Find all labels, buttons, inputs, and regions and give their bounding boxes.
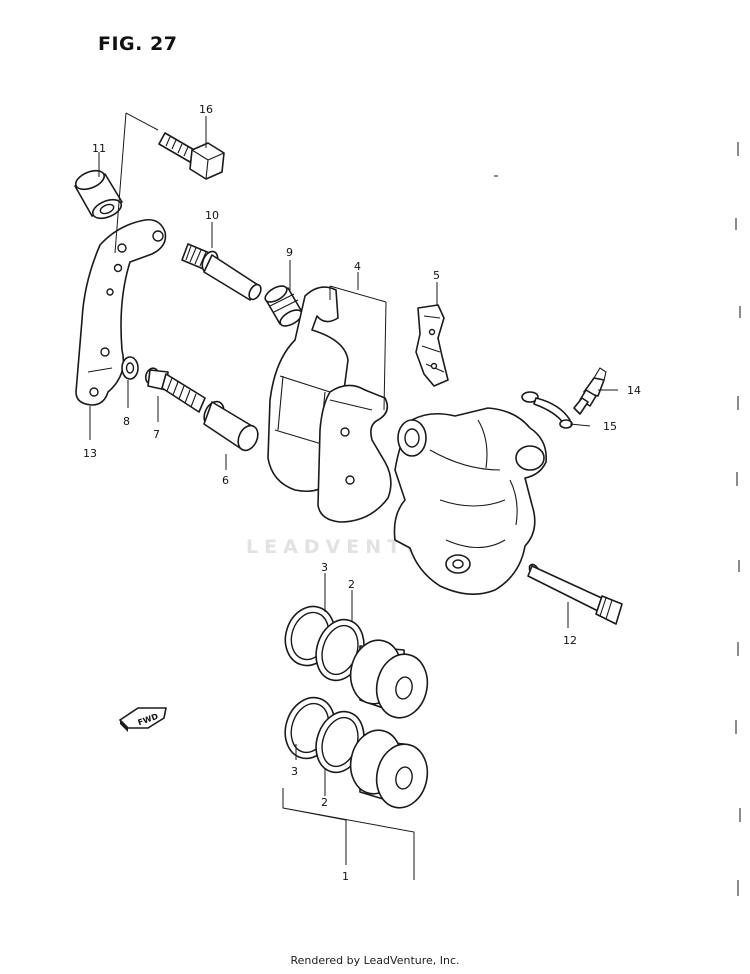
part-9-boot[interactable] xyxy=(263,283,305,329)
callout-1: 1 xyxy=(342,870,349,883)
callout-8: 8 xyxy=(123,415,130,428)
callout-12: 12 xyxy=(563,634,577,647)
part-11-sleeve[interactable] xyxy=(73,167,124,222)
part-16-bolt[interactable] xyxy=(158,132,225,180)
part-12-pin-bolt[interactable] xyxy=(527,563,623,625)
caliper-body[interactable] xyxy=(393,407,547,595)
callout-10: 10 xyxy=(205,209,219,222)
fwd-arrow-icon: FWD xyxy=(118,707,167,732)
callout-6: 6 xyxy=(222,474,229,487)
part-15-cap[interactable] xyxy=(521,391,573,429)
part-14-bleeder[interactable] xyxy=(573,367,607,415)
callout-3-upper: 3 xyxy=(321,561,328,574)
margin-marks xyxy=(494,142,741,896)
part-10-pin[interactable] xyxy=(181,243,263,301)
callout-16: 16 xyxy=(199,103,213,116)
callout-13: 13 xyxy=(83,447,97,460)
callout-2-lower: 2 xyxy=(321,796,328,809)
leader-lines xyxy=(89,112,618,880)
part-4-pad-front[interactable] xyxy=(317,384,392,523)
callout-2-upper: 2 xyxy=(348,578,355,591)
piston-upper[interactable] xyxy=(345,636,433,723)
footer-credit: Rendered by LeadVenture, Inc. xyxy=(290,954,460,967)
part-8-washer[interactable] xyxy=(121,356,139,380)
figure-title: FIG. 27 xyxy=(98,33,178,55)
callouts: 16 11 10 9 4 5 14 15 8 7 13 6 3 2 12 3 2… xyxy=(83,103,641,883)
callout-3-lower: 3 xyxy=(291,765,298,778)
callout-9: 9 xyxy=(286,246,293,259)
callout-15: 15 xyxy=(603,420,617,433)
part-7-bolt[interactable] xyxy=(144,366,206,413)
callout-7: 7 xyxy=(153,428,160,441)
part-5-spring[interactable] xyxy=(415,304,449,387)
callout-14: 14 xyxy=(627,384,641,397)
part-13-bracket[interactable] xyxy=(75,218,167,406)
piston-lower[interactable] xyxy=(345,726,433,813)
callout-11: 11 xyxy=(92,142,106,155)
callout-4: 4 xyxy=(354,260,361,273)
callout-5: 5 xyxy=(433,269,440,282)
part-6-pin[interactable] xyxy=(200,398,261,453)
